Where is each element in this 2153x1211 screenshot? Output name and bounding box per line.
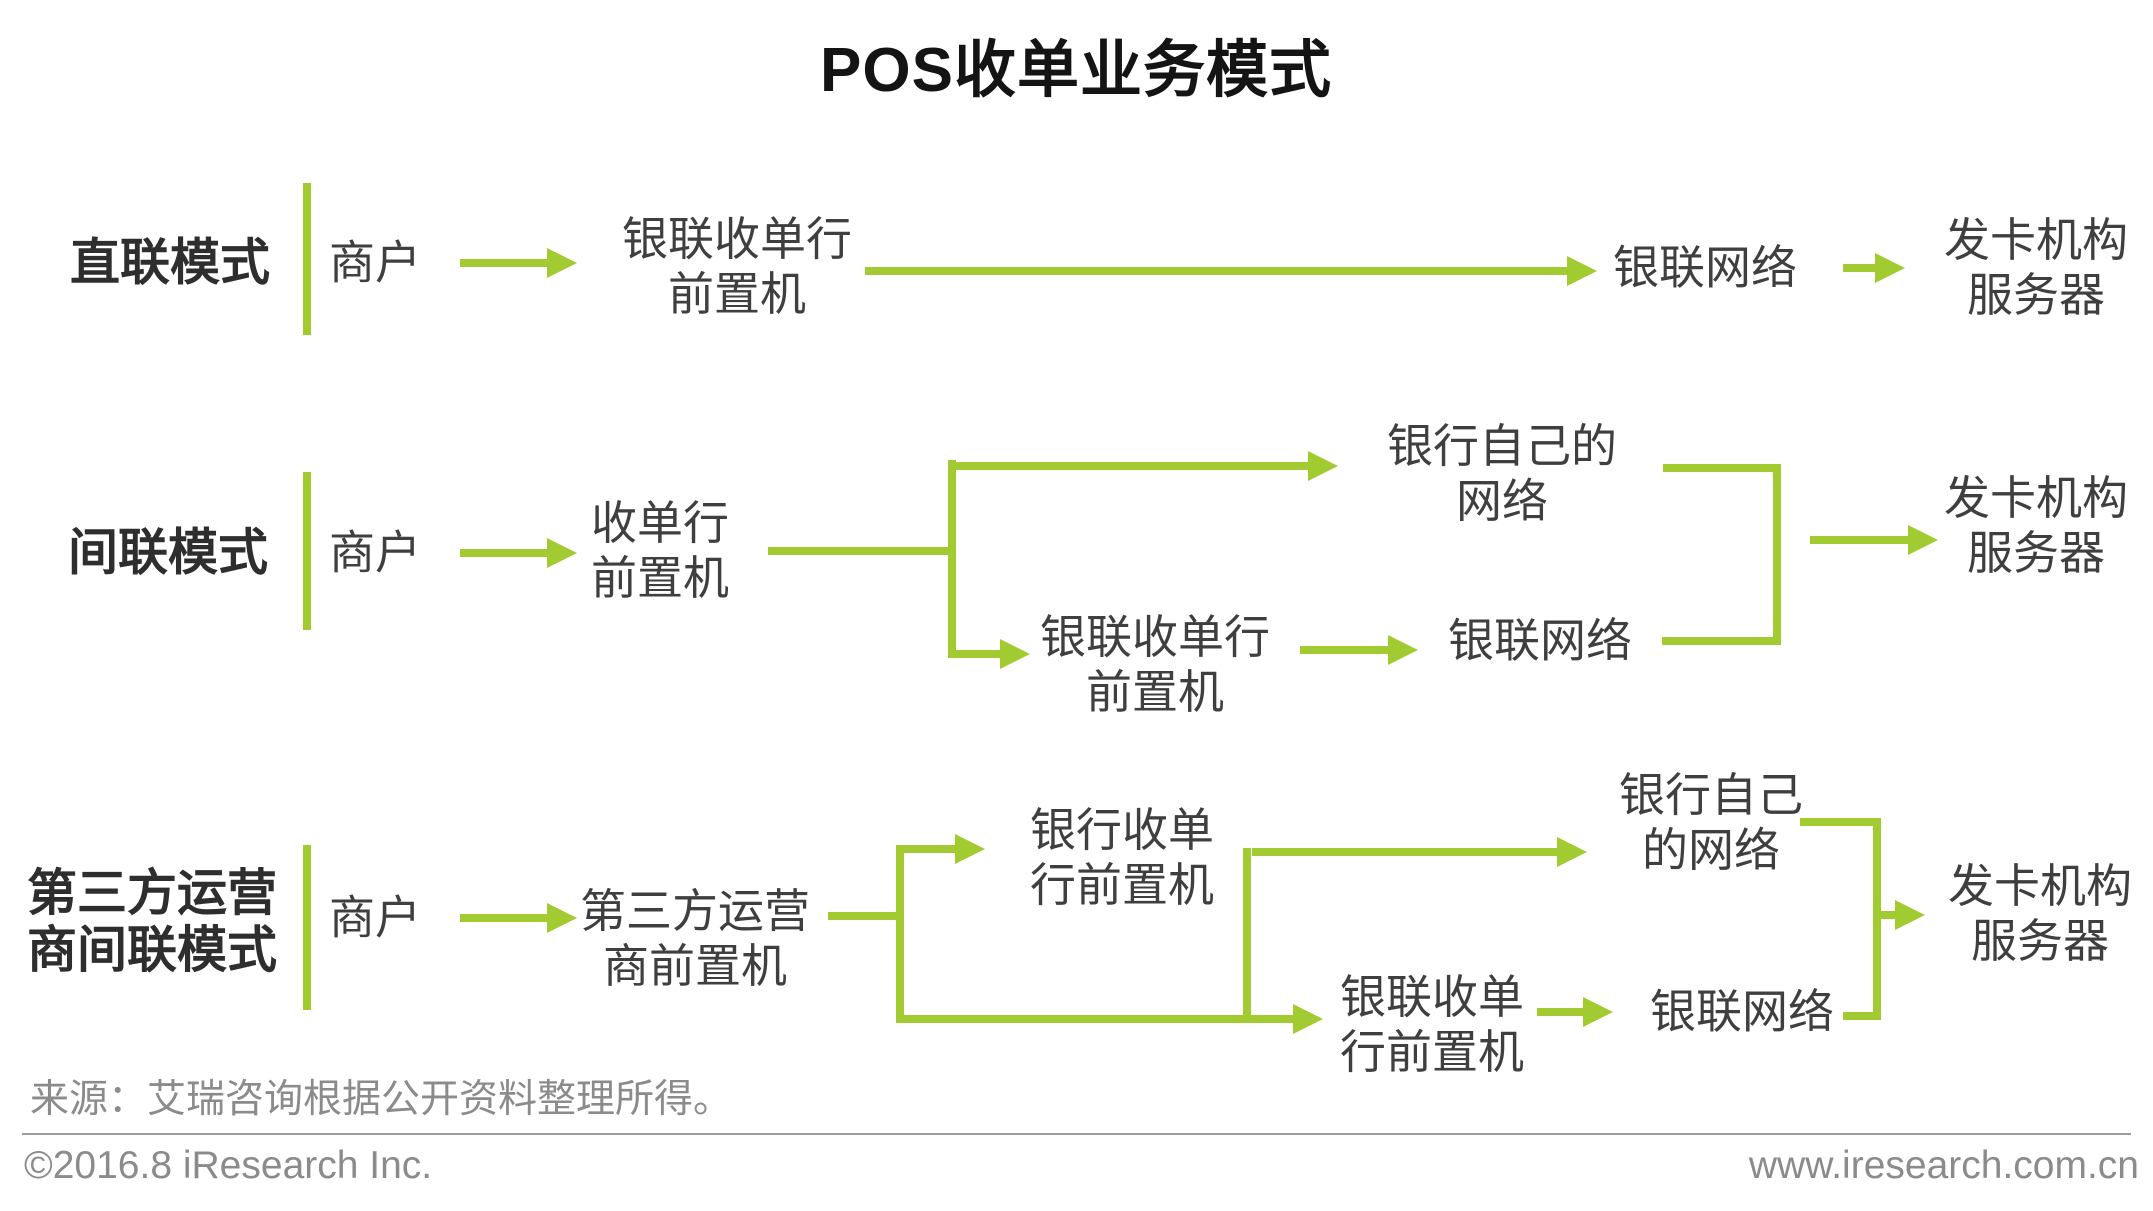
row2-acquirer-fep-node: 收单行 前置机 [591,497,729,604]
row3-divider-bar [303,845,311,1010]
row3-bracket-top-line [1800,818,1881,826]
row2-branch-vertical-line [948,460,956,658]
row2-cup-acquirer-fep-node: 银联收单行 前置机 [1040,611,1270,718]
row2-arrow-merchant-head [547,538,577,568]
row2-bracket-bottom-line [1662,637,1781,645]
row3-bracket-vertical-line [1873,818,1881,1020]
row3-label: 第三方运营 商间联模式 [27,865,277,978]
row3-bottom-branch-head [1293,1004,1323,1034]
row1-cup-acquirer-fep-node: 银联收单行 前置机 [622,213,852,320]
source-note: 来源：艾瑞咨询根据公开资料整理所得。 [30,1078,733,1121]
row2-merchant-node: 商户 [329,526,421,579]
row1-long-arrow-head [1567,256,1597,286]
row2-arrow-cupnet-head [1388,635,1418,665]
row3-top-branch-line [896,845,957,853]
row2-top-branch-line [948,462,1310,470]
row3-branch-feed-line [828,912,904,920]
copyright-text: ©2016.8 iResearch Inc. [24,1144,433,1187]
row3-left-vertical-line [896,845,904,1023]
row3-arrow-cupnet-head [1583,997,1613,1027]
row1-cup-network-node: 银联网络 [1613,241,1797,294]
row3-cup-network-node: 银联网络 [1650,985,1834,1038]
row2-merge-arrow-head [1908,525,1938,555]
row2-arrow-merchant-line [460,549,547,557]
row3-merchant-node: 商户 [329,891,421,944]
row3-arrow-cupnet-line [1537,1008,1585,1016]
row2-label: 间联模式 [68,524,268,581]
row3-bracket-bottom-line [1843,1012,1881,1020]
row1-arrow-issuer-head [1875,253,1905,283]
footer-divider [22,1133,2131,1135]
row2-bottom-branch-line [948,650,1002,658]
row3-bank-own-network-node: 银行自己 的网络 [1619,769,1803,876]
row3-middle-vertical-line [1243,848,1251,1023]
row3-bank-acquirer-fep-node: 银行收单 行前置机 [1030,804,1214,911]
row1-arrow-merchant-line [460,259,547,267]
row1-merchant-node: 商户 [329,236,421,289]
row1-long-arrow-line [865,267,1567,275]
row3-bottom-branch-line [896,1015,1293,1023]
row2-top-branch-head [1308,451,1338,481]
row3-arrow-merchant-head [547,903,577,933]
row2-bottom-branch-head [1000,639,1030,669]
row3-banknet-arrow-head [1557,837,1587,867]
row2-bracket-vertical-line [1773,464,1781,645]
row3-top-branch-head [955,834,985,864]
row3-merge-arrow-head [1895,900,1925,930]
row2-issuer-server-node: 发卡机构 服务器 [1944,472,2128,579]
row1-label: 直联模式 [70,234,270,291]
row1-issuer-server-node: 发卡机构 服务器 [1944,214,2128,321]
row2-merge-arrow-line [1810,536,1908,544]
row1-arrow-merchant-head [547,248,577,278]
row1-divider-bar [303,183,311,335]
row2-bank-own-network-node: 银行自己的 网络 [1387,420,1617,527]
row3-merge-arrow-line [1877,911,1897,919]
website-text: www.iresearch.com.cn [1748,1144,2139,1187]
row2-divider-bar [303,472,311,630]
row2-branch-feed-line [768,547,956,555]
row2-cup-network-node: 银联网络 [1448,614,1632,667]
row3-issuer-server-node: 发卡机构 服务器 [1948,860,2132,967]
row3-arrow-merchant-line [460,914,547,922]
row3-banknet-arrow-line [1252,848,1559,856]
row3-third-party-fep-node: 第三方运营 商前置机 [580,885,810,992]
page-title: POS收单业务模式 [820,36,1332,105]
row3-cup-acquirer-fep-node: 银联收单 行前置机 [1340,971,1524,1078]
row2-arrow-cupnet-line [1300,646,1390,654]
row2-bracket-top-line [1663,464,1781,472]
row1-arrow-issuer-line [1843,264,1877,272]
